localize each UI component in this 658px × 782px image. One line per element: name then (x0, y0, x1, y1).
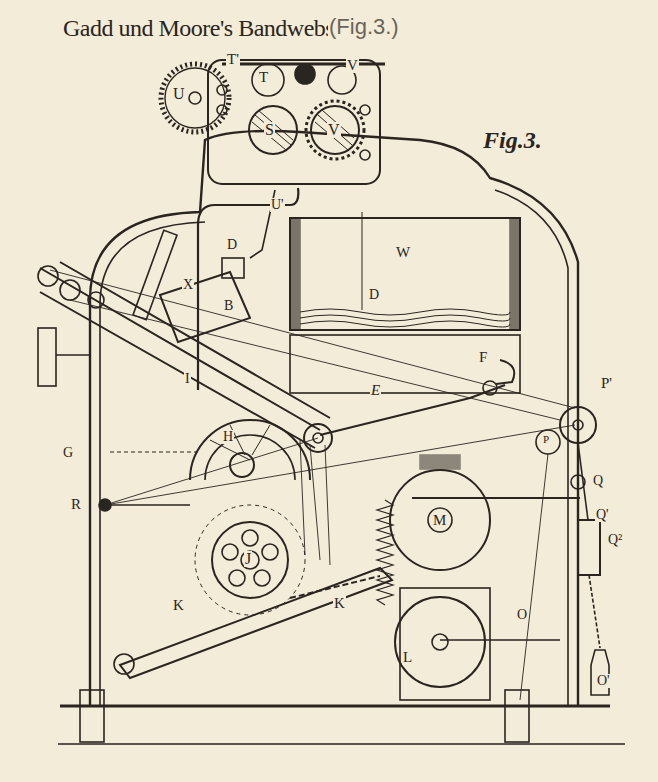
part-letter: H (222, 430, 234, 444)
part-letter: W (395, 245, 411, 260)
part-letter: U (172, 86, 186, 102)
part-letter: K (333, 596, 346, 611)
part-letter: T (258, 70, 269, 85)
part-letter: Q (592, 474, 604, 488)
part-letter: Q² (607, 533, 623, 547)
part-letter: F (478, 350, 488, 365)
part-letter: L (402, 650, 413, 665)
part-letter: V (346, 58, 359, 73)
part-letter: B (223, 299, 234, 313)
part-letter: E (370, 383, 381, 398)
part-letter: D (226, 238, 238, 252)
figure-label: Fig.3. (482, 128, 543, 152)
part-letter: M (432, 513, 447, 528)
part-letter: R (70, 497, 82, 512)
part-letter: T' (226, 52, 240, 67)
part-letter: G (62, 446, 74, 460)
part-letter: J (244, 551, 252, 567)
part-letter: O' (596, 674, 611, 688)
part-letter: X (182, 278, 194, 292)
part-letter: K (172, 598, 185, 613)
figure-label: (Fig.3.) (328, 16, 400, 38)
part-letter: D (368, 288, 380, 302)
part-letter: P' (600, 376, 613, 391)
part-letter: P (542, 434, 550, 445)
part-letter: Q' (595, 508, 610, 522)
part-letter: V (327, 122, 341, 138)
part-letter: S (264, 122, 275, 138)
part-letter: O (516, 608, 528, 622)
part-letter: I (184, 372, 191, 386)
part-letter: U' (270, 198, 285, 212)
